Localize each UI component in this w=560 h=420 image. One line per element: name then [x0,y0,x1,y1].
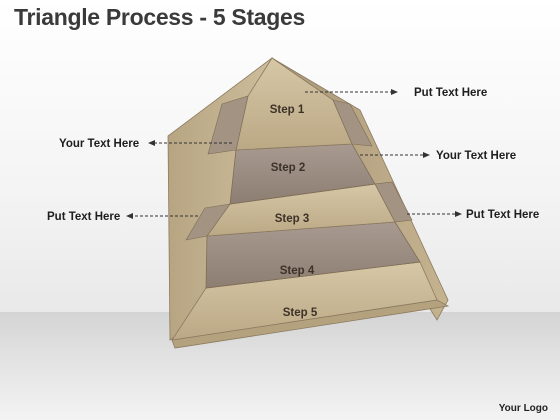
logo-placeholder: Your Logo [498,403,548,414]
step-2-label: Step 2 [271,162,306,174]
arrowhead-right-top [391,89,398,95]
step-4-label: Step 4 [280,265,315,277]
tier-left-terrace-upper [207,95,249,155]
arrowhead-left-upper [148,140,155,146]
step-1-label: Step 1 [270,104,305,116]
tier-right-terrace-lower [374,181,413,223]
arrowhead-left-lower [126,213,133,219]
connector-arrowheads [126,89,462,219]
tier-1-face [235,57,353,151]
step-3-label: Step 3 [275,213,310,225]
callout-right-middle: Your Text Here [436,150,516,162]
callout-right-top: Put Text Here [414,87,487,99]
arrowhead-right-lower [455,211,462,217]
callout-right-lower: Put Text Here [466,209,539,221]
callout-left-upper: Your Text Here [59,138,139,150]
callout-left-lower: Put Text Here [47,211,120,223]
arrowhead-right-middle [423,152,430,158]
tier-right-terrace-upper [332,99,373,147]
page-title: Triangle Process - 5 Stages [14,4,306,30]
step-5-label: Step 5 [283,307,318,319]
tier-left-terrace-lower [185,203,231,241]
